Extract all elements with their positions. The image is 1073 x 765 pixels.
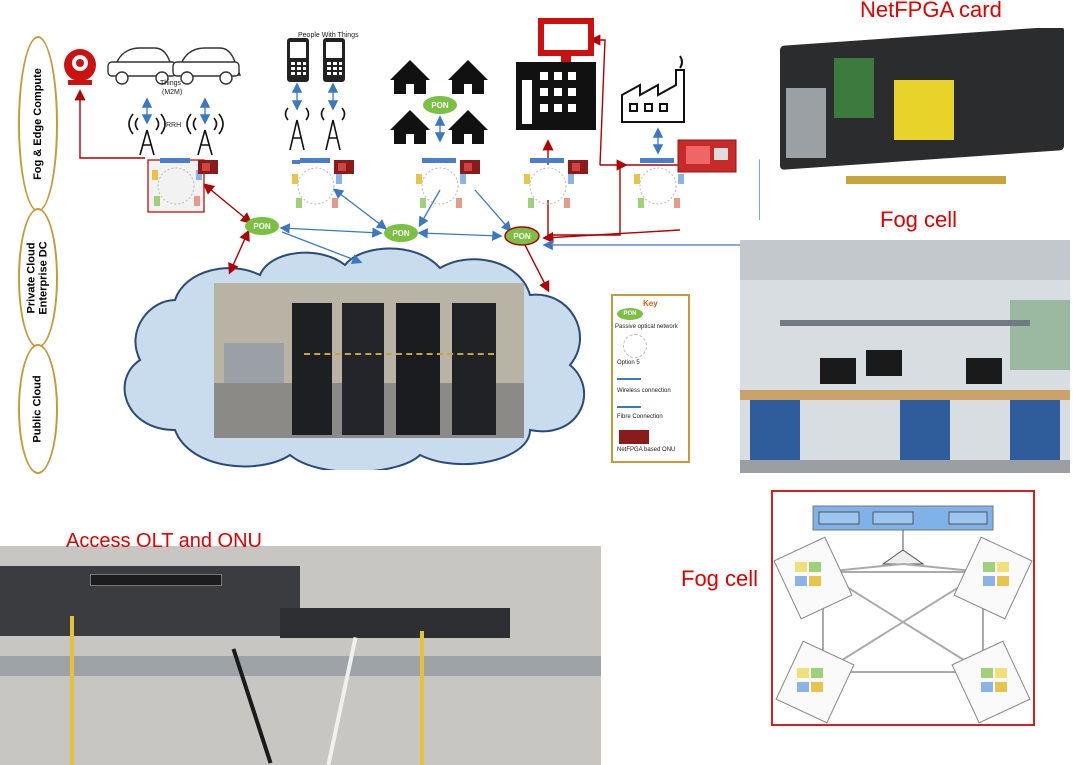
pon-badge-2-text: PON [253, 222, 271, 231]
office-building-icon [516, 62, 596, 130]
legend-item-wireless-connection: Wireless connection [617, 388, 671, 394]
wireless-connections [141, 82, 760, 265]
legend-item-passive-optical-network: Passive optical network [615, 324, 678, 330]
phone-icon-1 [287, 38, 309, 82]
netfpga-onu-3 [460, 160, 480, 174]
option5-node-3 [416, 158, 466, 208]
public-cloud-label: Public Cloud [18, 344, 58, 474]
lab-drawer-unit-1 [750, 400, 800, 460]
antenna-icon-3 [284, 107, 310, 151]
fibre-connections [74, 34, 681, 293]
option5-node-5 [634, 158, 684, 208]
legend-item-netfpga-onu: NetFPGA based ONU [617, 447, 676, 453]
access-olt-onu-photo [0, 546, 601, 765]
netfpga-sfp-ports [786, 88, 826, 158]
lab-monitor-1 [820, 358, 856, 384]
legend-item-fibre-connection: Fibre Connection [617, 414, 663, 420]
lab-drawer-unit-2 [900, 400, 950, 460]
option5-node-4 [524, 158, 574, 208]
house-icon-4 [448, 110, 488, 144]
legend-pon-badge: PON [617, 308, 643, 320]
netfpga-fpga-chip [894, 80, 954, 140]
fog-edge-compute-label: Fog & Edge Compute [18, 36, 58, 212]
legend-key: Key PON Passive optical network Option 5… [611, 294, 690, 463]
legend-item-option5: Option 5 [617, 360, 640, 366]
fog-cell-topology [773, 505, 1033, 724]
pon-badge-1: PON [423, 96, 457, 114]
rack-cables [304, 353, 494, 405]
house-icon-2 [448, 60, 488, 94]
onu-switch [280, 608, 510, 638]
lab-shelf [780, 320, 1030, 326]
netfpga-card-title: NetFPGA card [860, 0, 1002, 22]
house-icon-1 [390, 60, 430, 94]
fibre-cable-2 [420, 631, 424, 765]
fog-cell-diagram-title: Fog cell [681, 566, 759, 591]
lab-ceiling [740, 240, 1070, 280]
things-label: Things [160, 80, 182, 87]
pon-badge-2: PON [245, 217, 279, 235]
server-rack-2 [342, 303, 384, 435]
netfpga-pcie-connector [846, 176, 1006, 184]
legend-wireless-arrow [617, 378, 641, 380]
car-icon-2 [172, 47, 242, 85]
netfpga-onu-5 [677, 139, 737, 173]
pon-badge-4-text: PON [513, 232, 531, 241]
antenna-icon-4 [320, 107, 346, 151]
private-cloud-label: Private Cloud Enterprise DC [18, 208, 58, 348]
shelf-rail [0, 656, 601, 676]
car-icon-1 [107, 47, 177, 85]
antenna-icon-1 [128, 113, 166, 156]
fog-cell-diagram-frame [771, 490, 1035, 726]
pon-badge-1-text: PON [431, 101, 449, 110]
lab-drawer-unit-3 [1010, 400, 1060, 460]
server-rack-1 [292, 303, 332, 435]
webcam-icon [64, 49, 96, 85]
factory-icon [621, 55, 685, 123]
lab-monitor-3 [966, 358, 1002, 384]
fog-cell-lab-photo [740, 240, 1070, 473]
pon-badge-4: PON [504, 226, 540, 246]
option5-node-1 [147, 158, 205, 213]
pon-badge-3: PON [384, 224, 418, 242]
house-icon-3 [390, 110, 430, 144]
rrh-label: RRH [166, 122, 182, 129]
lab-floor [740, 460, 1070, 473]
netfpga-ram-modules [834, 58, 874, 118]
datacenter-photo [214, 283, 524, 438]
legend-option5-icon [623, 334, 647, 358]
server-rack-3 [396, 303, 440, 435]
netfpga-onu-1 [198, 160, 218, 174]
lab-monitor-2 [866, 350, 902, 376]
m2m-label: (M2M) [162, 89, 183, 96]
fibre-cable-1 [70, 616, 74, 765]
option5-node-2 [292, 158, 342, 208]
netfpga-card-photo [776, 28, 1068, 188]
netfpga-onu-2 [334, 160, 354, 174]
access-olt-onu-title: Access OLT and ONU [66, 530, 262, 552]
lab-workbench [740, 390, 1070, 400]
server-rack-4 [452, 303, 496, 435]
legend-netfpga-icon [619, 430, 649, 444]
legend-fibre-arrow [617, 406, 641, 408]
lab-window [1010, 300, 1070, 370]
netfpga-onu-4 [568, 160, 588, 174]
monitor-icon [538, 18, 594, 64]
phone-icon-2 [323, 38, 345, 82]
legend-title: Key [643, 299, 658, 308]
antenna-icon-2 [186, 113, 224, 156]
datacenter-desk [224, 343, 284, 383]
pon-badge-3-text: PON [392, 229, 410, 238]
olt-ports [90, 574, 222, 586]
people-with-things-label: People With Things [298, 32, 359, 39]
fog-cell-photo-title: Fog cell [880, 207, 958, 232]
